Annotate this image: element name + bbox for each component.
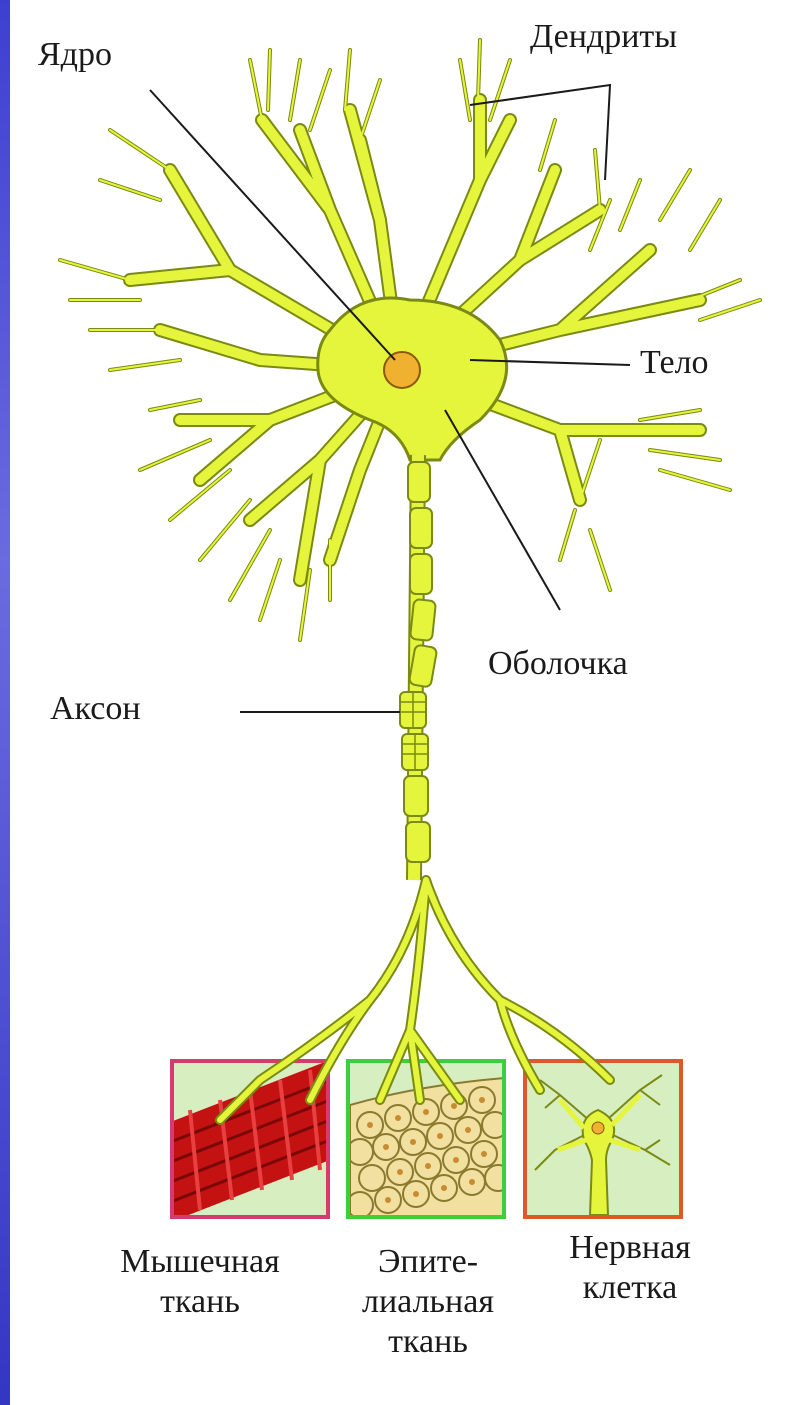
label-body: Тело xyxy=(640,344,709,382)
nucleus xyxy=(384,352,420,388)
myelin-sheath xyxy=(400,462,437,862)
caption-line: лиальная xyxy=(318,1282,538,1322)
axon xyxy=(400,455,437,880)
label-nucleus: Ядро xyxy=(38,36,112,74)
label-axon: Аксон xyxy=(50,690,141,728)
caption-line: Эпите- xyxy=(318,1242,538,1282)
epithelial-tissue-panel xyxy=(347,1061,511,1220)
caption-line: Нервная xyxy=(520,1228,740,1268)
label-sheath: Оболочка xyxy=(488,645,628,683)
neuron xyxy=(60,40,760,1120)
caption-nerve-cell: Нервная клетка xyxy=(520,1228,740,1308)
caption-line: ткань xyxy=(90,1282,310,1322)
caption-muscle-tissue: Мышечная ткань xyxy=(90,1242,310,1322)
caption-epithelial-tissue: Эпите- лиальная ткань xyxy=(318,1242,538,1362)
caption-line: ткань xyxy=(318,1322,538,1362)
caption-line: Мышечная xyxy=(90,1242,310,1282)
caption-line: клетка xyxy=(520,1268,740,1308)
muscle-tissue-panel xyxy=(150,1060,330,1230)
label-dendrites: Дендриты xyxy=(530,18,677,56)
nerve-cell-panel xyxy=(525,1061,681,1217)
